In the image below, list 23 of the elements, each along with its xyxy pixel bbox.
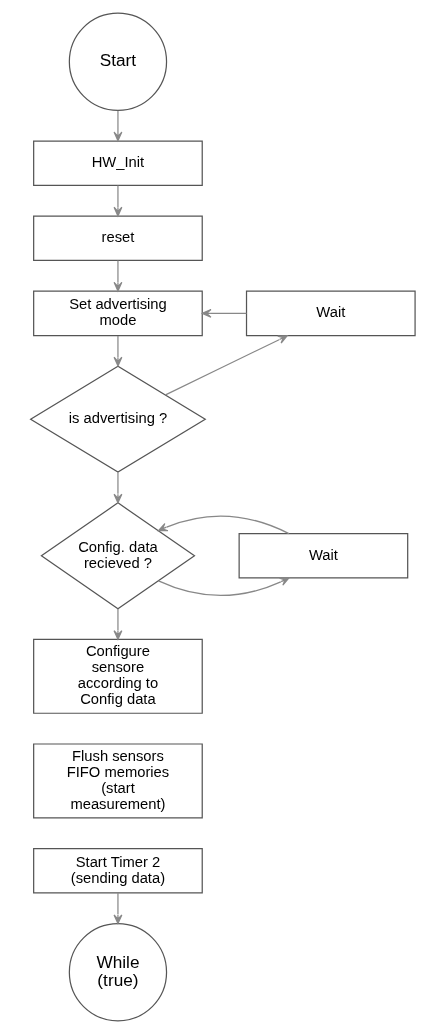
arrow (112, 608, 122, 640)
arrow (157, 577, 290, 597)
arrow (112, 110, 122, 142)
node-box: reset (32, 215, 203, 262)
node-box: Configure sensore according to Config data (32, 638, 203, 714)
arrow (157, 515, 290, 535)
node-box: Flush sensors FIFO memories (start measurement) (32, 743, 203, 819)
arrow (112, 184, 122, 217)
arrow (112, 892, 122, 925)
arrow (201, 308, 247, 318)
arrow (112, 335, 122, 367)
node-box: Start Timer 2 (sending data) (32, 847, 203, 894)
node-diamond: Config. data recieved ? (39, 502, 196, 610)
arrow (112, 471, 122, 504)
arrow (164, 335, 288, 396)
node-box: Set advertising mode (32, 290, 203, 337)
arrow (112, 259, 122, 292)
node-circle: Start (68, 12, 167, 111)
node-box: Wait (245, 290, 416, 337)
node-box: HW_Init (32, 140, 203, 187)
node-box: Wait (238, 533, 408, 579)
node-diamond: is advertising ? (28, 365, 206, 473)
node-circle: While (true) (68, 923, 167, 1022)
